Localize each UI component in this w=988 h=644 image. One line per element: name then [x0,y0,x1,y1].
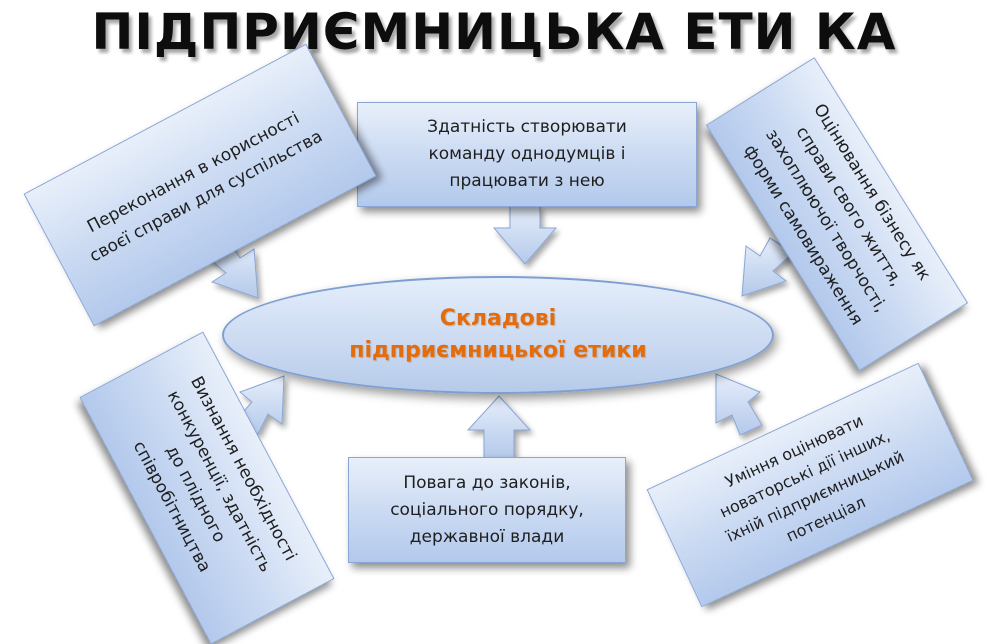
center-ellipse: Складові підприємницької етики [222,276,774,394]
box-line: соціального порядку, [390,499,584,520]
arrow-diagonal-icon [741,237,794,297]
box-line: працювати з нею [449,171,605,191]
page-title: ПІДПРИЄМНИЦЬКА ЕТИ КА [91,3,897,61]
center-title: Складові [439,306,557,331]
arrow-up-icon [466,395,532,459]
box-line: державної влади [409,526,565,547]
box-line: Здатність створювати [427,117,627,137]
box-line: Повага до законів, [403,472,571,493]
box-respect-for-law: Повага до законів, соціального порядку, … [348,457,626,563]
box-line: команду однодумців і [428,144,626,164]
arrow-down-icon [492,205,558,265]
box-team-building: Здатність створювати команду однодумців … [357,102,697,207]
arrow-diagonal-icon [715,373,763,436]
center-subtitle: підприємницької етики [349,338,647,363]
